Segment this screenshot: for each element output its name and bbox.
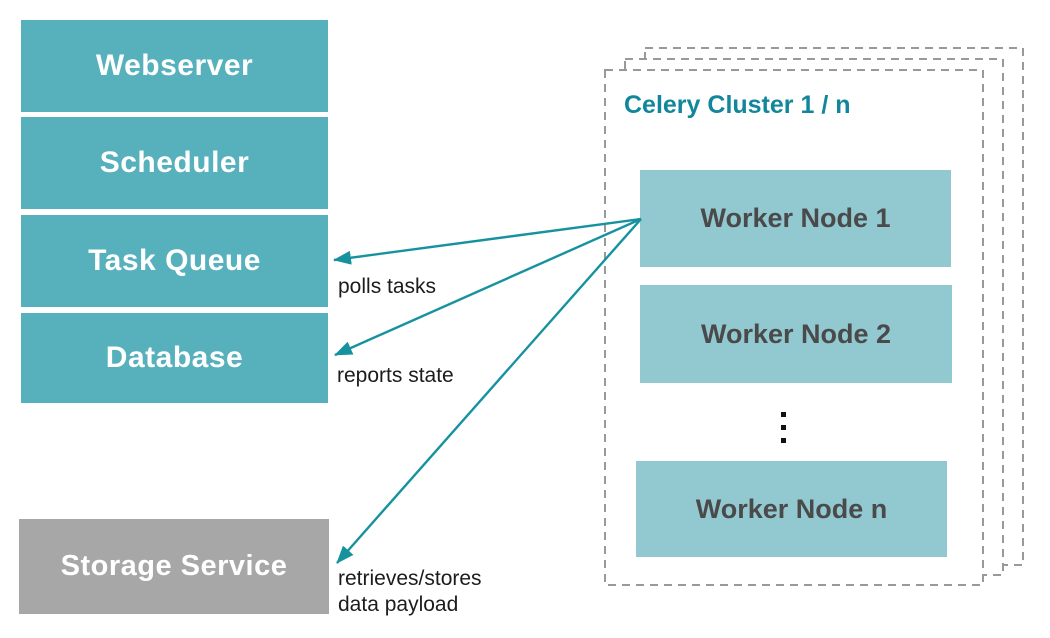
ellipsis-dot xyxy=(781,425,786,430)
ellipsis-dot xyxy=(781,412,786,417)
vertical-ellipsis-icon xyxy=(781,412,786,443)
node-label: Worker Node 2 xyxy=(700,318,892,349)
node-label: Database xyxy=(105,341,244,374)
diagram-node-worker-1: Worker Node 1 xyxy=(640,170,951,267)
node-label: Webserver xyxy=(95,49,254,82)
edge-label-polls-tasks: polls tasks xyxy=(338,275,437,298)
node-label: Storage Service xyxy=(60,550,288,582)
ellipsis-dot xyxy=(781,438,786,443)
cluster-title: Celery Cluster 1 / n xyxy=(624,91,851,119)
diagram-node-database: Database xyxy=(21,313,328,403)
diagram-node-task-queue: Task Queue xyxy=(21,215,328,307)
node-label: Scheduler xyxy=(99,146,250,179)
node-label: Worker Node 1 xyxy=(700,203,891,233)
diagram-node-webserver: Webserver xyxy=(21,20,328,112)
diagram-node-worker-2: Worker Node 2 xyxy=(640,285,952,383)
edge-label-retrieves-stores: retrieves/stores data payload xyxy=(338,567,482,616)
node-label: Worker Node n xyxy=(695,493,888,524)
edge-label-reports-state: reports state xyxy=(337,364,454,387)
diagram-node-scheduler: Scheduler xyxy=(21,117,328,209)
diagram-node-storage-service: Storage Service xyxy=(19,519,329,614)
node-label: Task Queue xyxy=(88,244,261,277)
diagram-node-worker-n: Worker Node n xyxy=(636,461,947,557)
